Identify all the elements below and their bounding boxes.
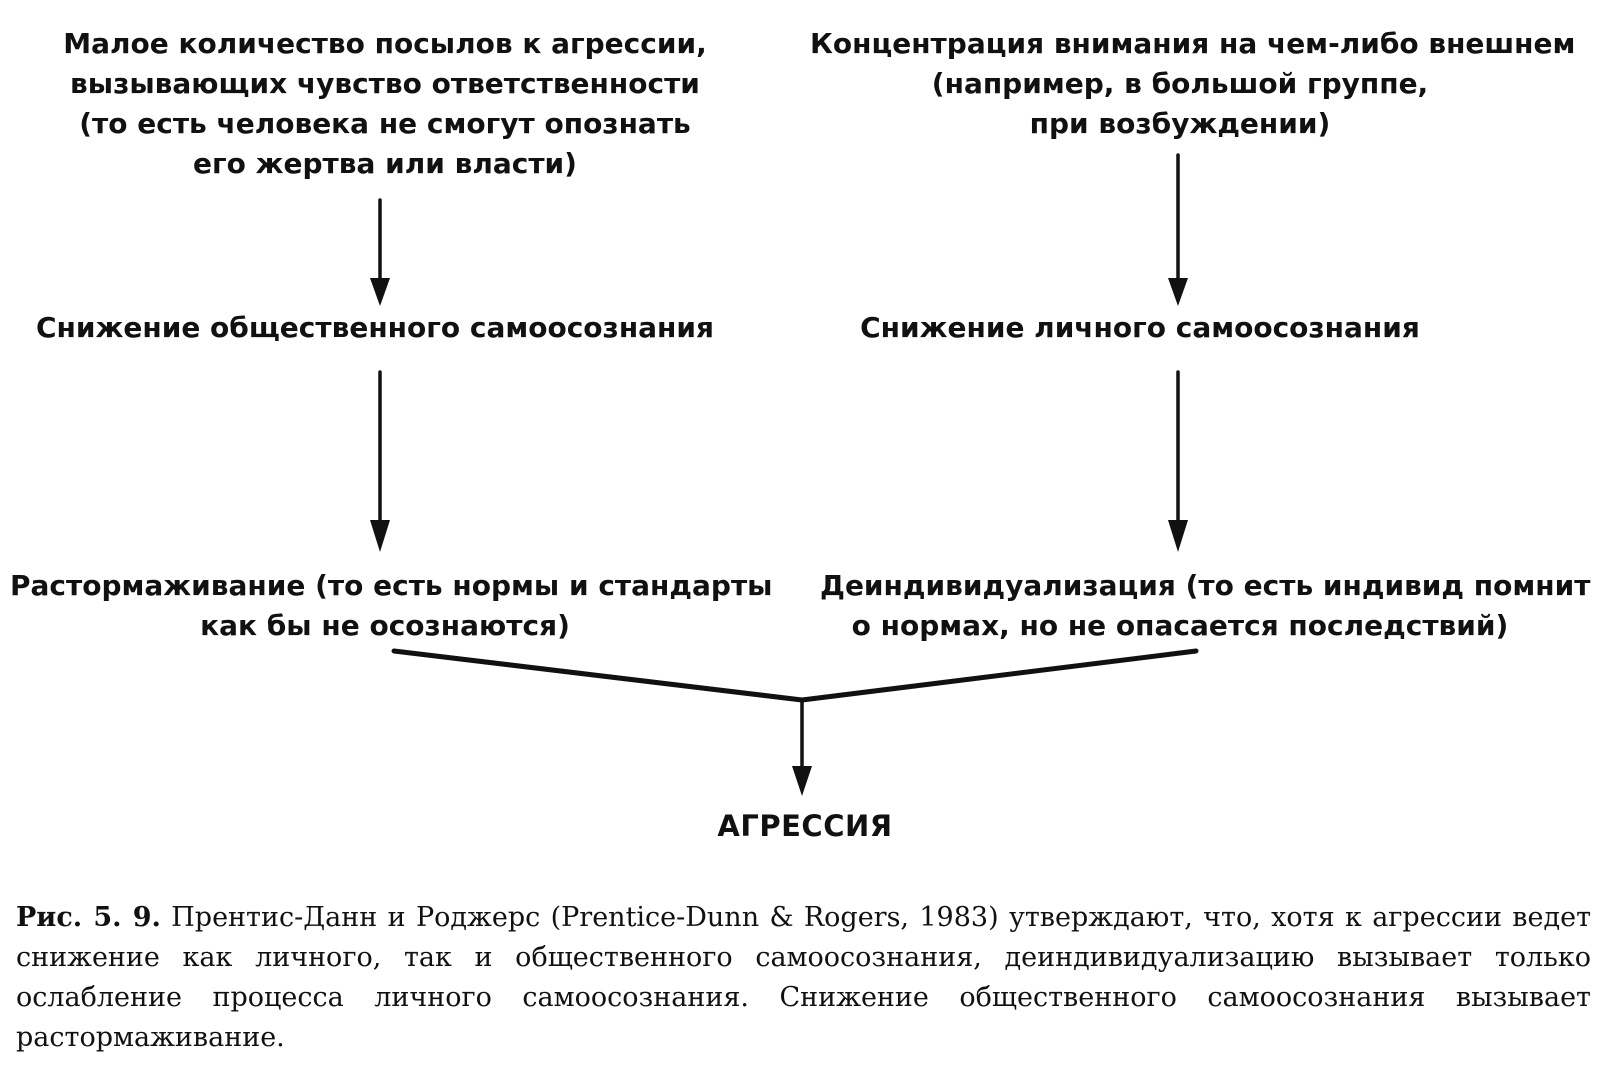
node-line: Снижение общественного самоосознания [35, 311, 714, 344]
node-reduced-public-self-awareness: Снижение общественного самоосознания [30, 308, 720, 348]
node-line: Концентрация внимания на чем-либо внешне… [810, 27, 1576, 60]
arrowhead-left-2 [370, 520, 390, 552]
node-aggression: АГРЕССИЯ [610, 806, 1000, 846]
caption-label: Рис. 5. 9. [16, 902, 161, 933]
node-line: Снижение личного самоосознания [860, 311, 1420, 344]
arrowhead-right-1 [1168, 278, 1188, 306]
node-line: АГРЕССИЯ [717, 809, 893, 843]
node-line: Растормаживание (то есть нормы и стандар… [10, 569, 773, 602]
node-line: Деиндивидуализация (то есть индивид помн… [820, 569, 1591, 602]
node-line: как бы не осознаются) [200, 609, 570, 642]
caption-text: Прентис-Данн и Роджерс (Prentice-Dunn & … [16, 902, 1592, 1053]
figure-caption: Рис. 5. 9. Прентис-Данн и Роджерс (Prent… [16, 898, 1591, 1058]
node-line: (то есть человека не смогут опознать [79, 107, 691, 140]
node-few-responsibility-cues: Малое количество посылов к агрессии, выз… [40, 24, 730, 184]
arrowhead-left-1 [370, 278, 390, 306]
node-line: вызывающих чувство ответственности [70, 67, 700, 100]
arrowhead-right-2 [1168, 520, 1188, 552]
node-disinhibition: Растормаживание (то есть нормы и стандар… [10, 566, 773, 646]
node-deindividuation: Деиндивидуализация (то есть индивид помн… [820, 566, 1591, 646]
node-line: при возбуждении) [1029, 107, 1331, 140]
arrowhead-center [792, 766, 812, 796]
merge-connector [391, 648, 1199, 703]
node-reduced-private-self-awareness: Снижение личного самоосознания [840, 308, 1440, 348]
node-line: (например, в большой группе, [931, 67, 1429, 100]
node-line: его жертва или власти) [193, 147, 577, 180]
node-external-attention-focus: Концентрация внимания на чем-либо внешне… [810, 24, 1576, 144]
node-line: Малое количество посылов к агрессии, [63, 27, 707, 60]
node-line: о нормах, но не опасается последствий) [851, 609, 1509, 642]
